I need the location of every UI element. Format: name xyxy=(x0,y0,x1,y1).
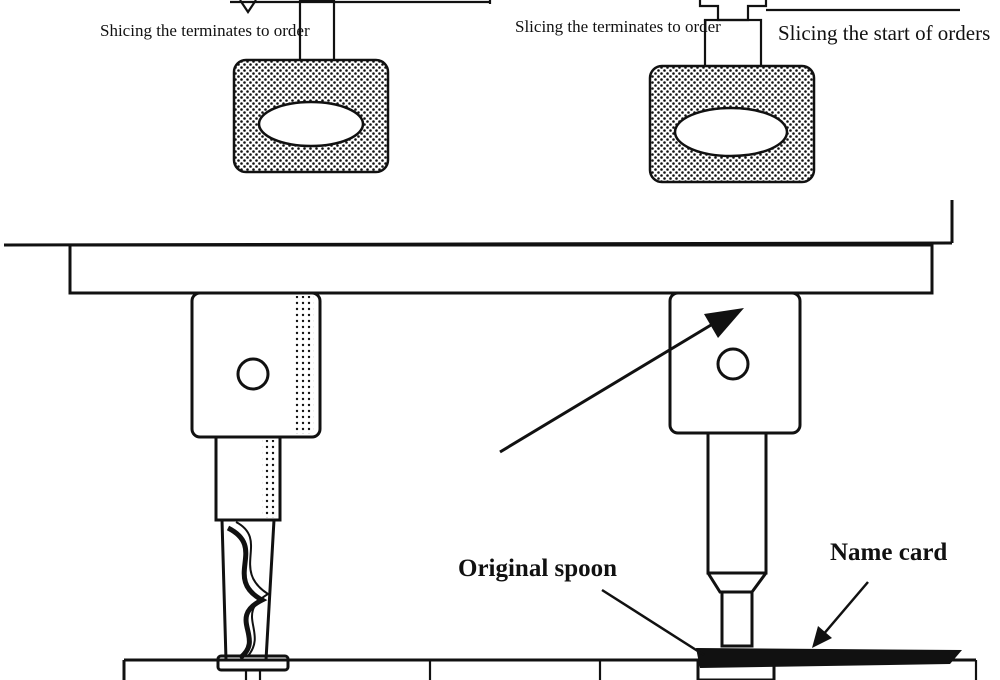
right-punch-column xyxy=(668,291,802,680)
name-card xyxy=(696,648,962,668)
label-name-card: Name card xyxy=(830,539,947,566)
right-punch-tip xyxy=(720,590,754,648)
label-original-spoon: Original spoon xyxy=(458,555,617,582)
left-handle-icon xyxy=(232,58,390,174)
right-punch-taper xyxy=(706,572,768,594)
drill-bit-icon xyxy=(220,519,276,662)
left-drill-chuck xyxy=(214,437,282,522)
left-drill-chuck-shading xyxy=(262,440,276,518)
name-card-arrow xyxy=(812,581,869,648)
left-drill-screw xyxy=(236,357,270,391)
original-spoon-pointer xyxy=(601,588,705,657)
pointer-arrow-icon xyxy=(499,308,744,454)
right-punch-screw xyxy=(716,347,750,381)
label-left-top: Shicing the terminates to order xyxy=(100,21,310,40)
right-handle-icon xyxy=(648,64,816,184)
left-drill-collar xyxy=(216,654,290,672)
left-drill-head-shading xyxy=(294,296,314,434)
right-punch-shaft xyxy=(706,431,768,575)
left-handle-tip xyxy=(239,0,257,14)
label-right-top-right: Slicing the start of orders xyxy=(778,21,990,45)
crossbar xyxy=(3,200,954,295)
label-right-top-left: Slicing the terminates to order xyxy=(515,17,721,36)
left-drill-column xyxy=(190,291,322,680)
left-drill-head xyxy=(190,291,322,439)
base-table xyxy=(122,658,978,680)
right-handle-assembly xyxy=(648,0,960,184)
left-handle-assembly xyxy=(230,0,492,174)
